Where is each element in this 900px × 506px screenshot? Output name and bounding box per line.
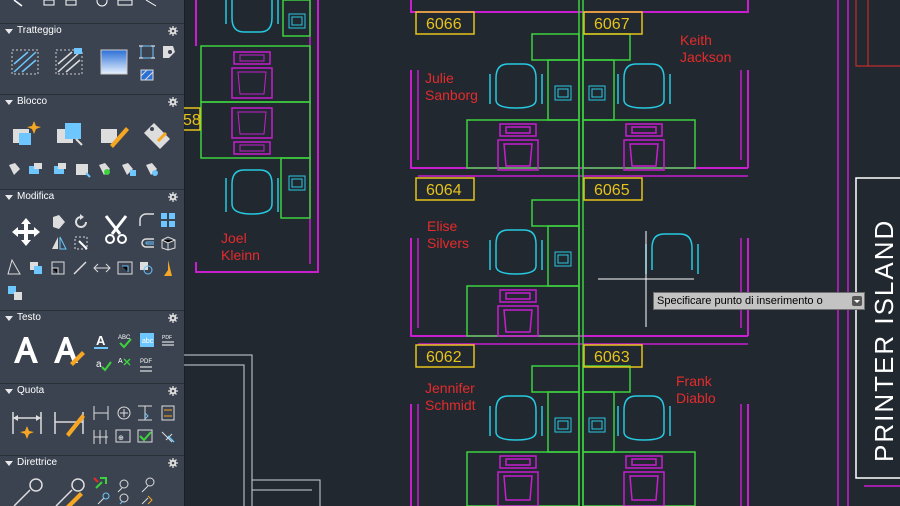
svg-text:abc: abc (142, 338, 154, 345)
boundary-tool[interactable] (139, 44, 155, 60)
section-header[interactable]: Modifica (0, 190, 184, 206)
occupant-name: Schmidt (425, 397, 476, 413)
rotate-tool[interactable] (73, 214, 91, 230)
block-small-tools[interactable] (6, 161, 176, 179)
collapse-triangle-icon[interactable] (5, 389, 13, 394)
occupant-name: Silvers (427, 235, 469, 251)
dimension-small-tools[interactable]: ⊕ (92, 404, 180, 450)
hatch-edit-tool[interactable] (161, 44, 177, 60)
array-tool[interactable] (160, 212, 178, 228)
section-header[interactable]: Direttrice (0, 456, 184, 472)
svg-text:A: A (118, 358, 123, 365)
svg-text:a: a (96, 359, 102, 370)
offset-tool[interactable] (138, 235, 156, 251)
section-title: Quota (17, 385, 45, 396)
insert-block-tool[interactable] (54, 119, 86, 151)
occupant-name: Diablo (676, 390, 716, 406)
occupant-name: Julie (425, 70, 454, 86)
room-number-6064: 6064 (426, 182, 462, 199)
drawing-canvas[interactable]: 6066 6067 6064 6065 6062 6063 58 Keith J… (184, 0, 900, 506)
occupant-name: Jennifer (425, 380, 475, 396)
dropdown-arrow-icon[interactable] (852, 296, 862, 306)
section-title: Modifica (17, 191, 55, 202)
gear-icon[interactable] (168, 26, 178, 36)
collapse-triangle-icon[interactable] (5, 195, 13, 200)
hatch-solid-tool[interactable] (54, 46, 86, 78)
trim-tool[interactable] (100, 214, 132, 246)
tooltip-text: Specificare punto di inserimento o (657, 295, 823, 307)
collapse-triangle-icon[interactable] (5, 100, 13, 105)
collapse-triangle-icon[interactable] (5, 461, 13, 466)
svg-text:⊕: ⊕ (118, 435, 124, 442)
leader-small-tools[interactable] (92, 476, 180, 506)
gear-icon[interactable] (168, 97, 178, 107)
fillet-tool[interactable] (138, 212, 156, 228)
room-number-6065: 6065 (594, 182, 630, 199)
collapse-triangle-icon[interactable] (5, 316, 13, 321)
occupant-name: Frank (676, 373, 713, 389)
gradient-tool[interactable] (98, 46, 130, 78)
section-quota: Quota ⊕ (0, 383, 184, 454)
gear-icon[interactable] (168, 386, 178, 396)
section-blocco: Blocco (0, 94, 184, 187)
section-header[interactable]: Quota (0, 384, 184, 400)
room-number-6066: 6066 (426, 16, 462, 33)
occupant-name: Elise (427, 218, 458, 234)
gear-icon[interactable] (168, 313, 178, 323)
multileader-tool[interactable] (10, 476, 44, 506)
svg-text:PDF: PDF (140, 359, 152, 365)
create-block-tool[interactable] (10, 119, 42, 151)
single-line-text-tool[interactable] (50, 333, 86, 367)
hatch-pattern-tool[interactable] (10, 46, 42, 78)
section-direttrice: Direttrice (0, 455, 184, 506)
edit-block-tool[interactable] (98, 119, 130, 151)
tool-palette: Tratteggio Blocco Modifica (0, 0, 185, 506)
block-attribute-tool[interactable] (140, 119, 174, 151)
section-tratteggio: Tratteggio (0, 23, 184, 92)
room-number-6063: 6063 (594, 349, 630, 366)
section-title: Direttrice (17, 457, 58, 468)
gear-icon[interactable] (168, 458, 178, 468)
section-modifica: Modifica (0, 189, 184, 308)
copy-tool[interactable] (50, 214, 68, 230)
section-title: Blocco (17, 96, 48, 107)
mirror-tool[interactable] (50, 235, 68, 251)
section-header[interactable]: Blocco (0, 95, 184, 111)
3d-box-tool[interactable] (160, 235, 178, 251)
svg-text:PDF: PDF (162, 335, 172, 341)
svg-text:A: A (96, 333, 106, 348)
collapse-triangle-icon[interactable] (5, 29, 13, 34)
occupant-name: Keith (680, 32, 712, 48)
partial-tool-row (13, 0, 157, 7)
section-header[interactable]: Testo (0, 311, 184, 327)
occupant-name: Joel (221, 230, 247, 246)
printer-island-label: PRINTER ISLAND (869, 219, 899, 462)
section-title: Tratteggio (17, 25, 62, 36)
move-tool[interactable] (10, 216, 42, 248)
section-title: Testo (17, 312, 41, 323)
scale-tool[interactable] (73, 235, 91, 251)
occupant-name: Kleinn (221, 247, 260, 263)
room-number-6067: 6067 (594, 16, 630, 33)
command-prompt-tooltip[interactable]: Specificare punto di inserimento o (653, 292, 865, 310)
occupant-name: Jackson (680, 49, 731, 65)
room-number-partial: 58 (184, 112, 201, 129)
hatch-area-tool[interactable] (139, 66, 155, 82)
occupant-name: Sanborg (425, 87, 478, 103)
modify-small-tools[interactable] (6, 258, 176, 278)
room-number-6062: 6062 (426, 349, 462, 366)
section-header[interactable]: Tratteggio (0, 24, 184, 40)
join-tool[interactable] (6, 284, 26, 302)
linear-dimension-tool[interactable] (10, 406, 44, 440)
dimension-edit-tool[interactable] (52, 406, 88, 440)
svg-text:ABC: ABC (118, 335, 131, 341)
gear-icon[interactable] (168, 192, 178, 202)
multileader-edit-tool[interactable] (52, 476, 88, 506)
multiline-text-tool[interactable] (10, 333, 42, 367)
